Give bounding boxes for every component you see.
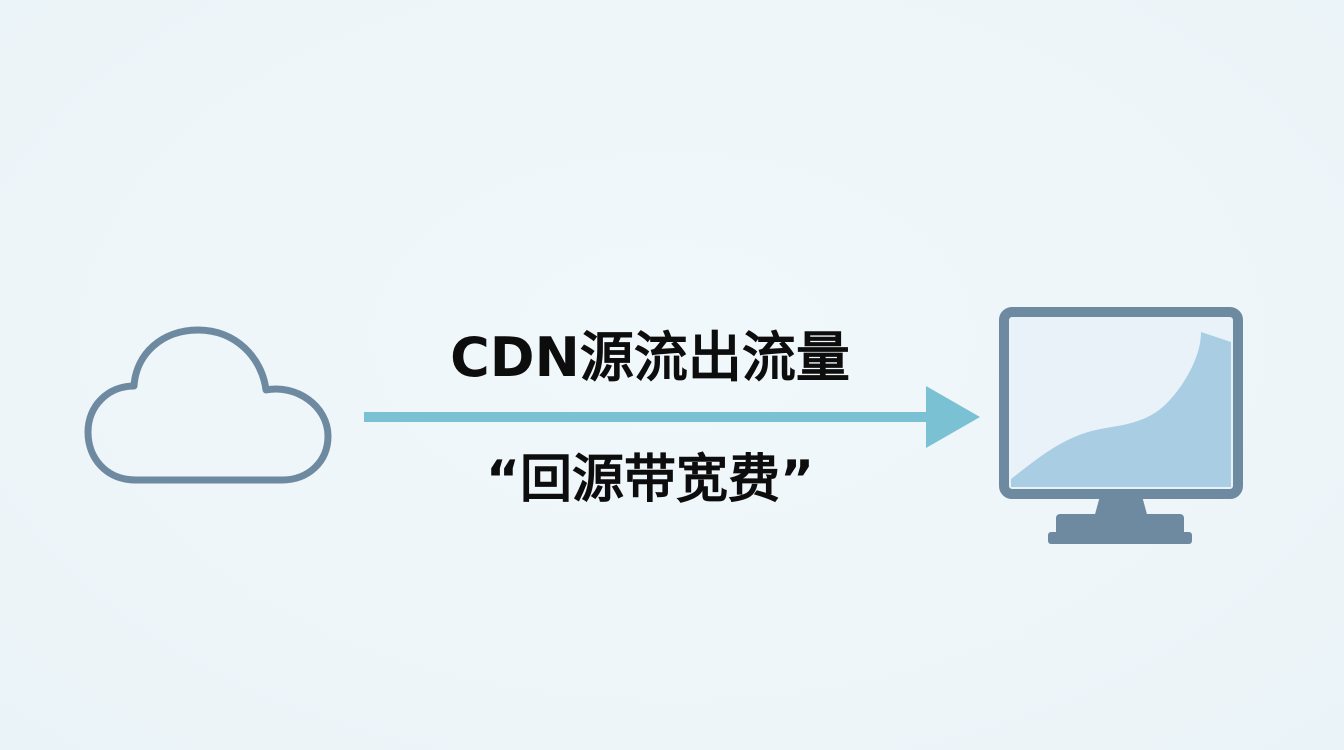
cloud-outline [84, 326, 332, 484]
monitor-stand-base [1056, 514, 1184, 536]
cloud-icon [84, 326, 332, 484]
flow-label: CDN源流出流量 [450, 326, 850, 389]
arrow-head [926, 386, 980, 448]
screen-area-chart [1011, 332, 1231, 487]
fee-label: “回源带宽费” [485, 450, 815, 510]
monitor-neck [1094, 496, 1148, 518]
arrow-right-icon [364, 386, 980, 448]
monitor-stand-foot [1048, 532, 1192, 544]
arrow-shaft [364, 412, 932, 422]
monitor-icon [999, 307, 1243, 544]
